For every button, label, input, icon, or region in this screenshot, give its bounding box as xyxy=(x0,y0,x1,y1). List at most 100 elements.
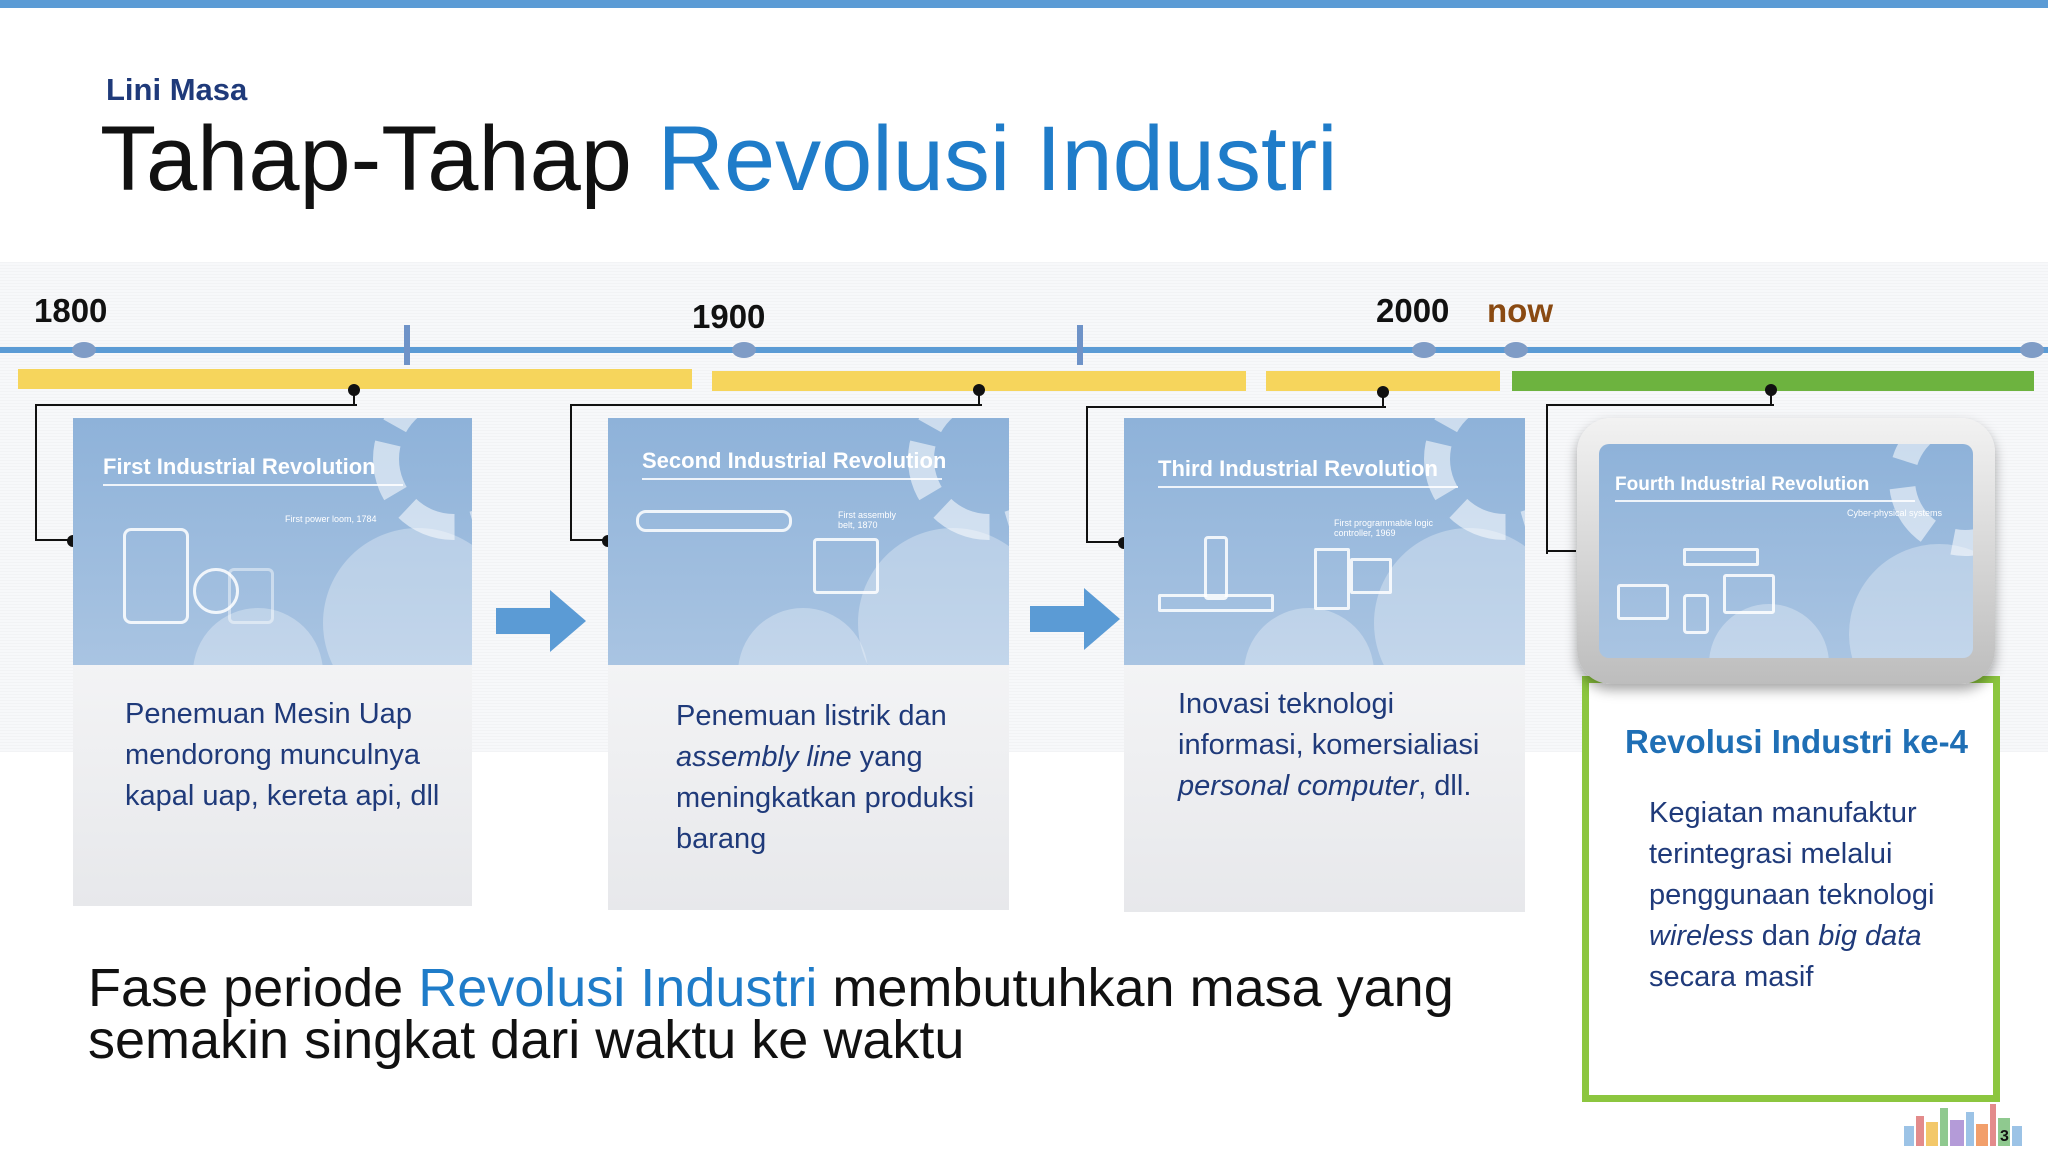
cog-icon xyxy=(193,568,239,614)
title-accent: Revolusi Industri xyxy=(657,108,1338,210)
timeline-marker-end xyxy=(2020,342,2044,358)
gear-icon xyxy=(373,418,472,540)
era-card-4-image-caption: Cyber-physical systems xyxy=(1847,508,1943,518)
image-divider xyxy=(103,484,403,486)
year-label-1800: 1800 xyxy=(34,292,108,329)
era-card-1-text: Penemuan Mesin Uap mendorong munculnya k… xyxy=(125,698,440,812)
era-card-3-text-after: , dll. xyxy=(1418,770,1472,802)
era-card-2-image-caption: First assembly belt, 1870 xyxy=(838,510,897,530)
era-card-2-image: Second Industrial Revolution First assem… xyxy=(608,418,1009,665)
gear-icon xyxy=(1374,528,1525,665)
timeline-marker-2000 xyxy=(1412,342,1436,358)
title-prefix: Tahap-Tahap xyxy=(100,108,658,210)
connector-1-foot xyxy=(35,539,73,541)
connector-1-stem xyxy=(353,392,355,406)
era-card-2-text-italic: assembly line xyxy=(676,741,852,773)
robot-arm-icon xyxy=(1204,536,1228,600)
connector-2-foot xyxy=(570,539,608,541)
workbench-icon xyxy=(813,538,879,594)
era-card-2-text-after: yang meningkatkan produksi barang xyxy=(676,741,975,855)
computer-icon xyxy=(1350,558,1392,594)
era-card-2-text: Penemuan listrik dan assembly line yang … xyxy=(676,696,996,860)
assembly-belt-icon xyxy=(636,510,792,532)
monitor-icon xyxy=(1723,574,1775,614)
image-divider xyxy=(1158,486,1458,488)
bottom-statement-accent: Revolusi Industri xyxy=(418,958,818,1018)
era-card-4-tablet-frame: Fourth Industrial Revolution Cyber-physi… xyxy=(1577,418,1995,684)
page-number: 3 xyxy=(2000,1128,2009,1145)
year-label-2000: 2000 xyxy=(1376,292,1450,329)
section-kicker: Lini Masa xyxy=(106,72,248,107)
era-card-4-text-2: dan xyxy=(1753,920,1819,952)
era-card-1: First Industrial Revolution First power … xyxy=(73,418,472,906)
city-skyline-icon xyxy=(1904,1104,2022,1146)
conveyor-icon xyxy=(1158,594,1274,612)
top-accent-bar xyxy=(0,0,2048,8)
connector-3-foot xyxy=(1086,541,1124,543)
robot-icon xyxy=(1683,548,1759,566)
timeline-marker-1900 xyxy=(732,342,756,358)
era-card-3-image-title: Third Industrial Revolution xyxy=(1158,456,1438,481)
era-bar-3 xyxy=(1266,371,1500,391)
connector-2-stem xyxy=(978,392,980,406)
era-bar-1 xyxy=(18,369,692,389)
era-card-4-box: Revolusi Industri ke-4 Kegiatan manufakt… xyxy=(1582,676,2000,1102)
arrow-right-icon xyxy=(1030,588,1120,650)
connector-2 xyxy=(570,404,982,541)
connector-4-top-dot xyxy=(1765,384,1777,396)
era-card-4-text-3: secara masif xyxy=(1649,961,1814,993)
connector-3-top-dot xyxy=(1377,386,1389,398)
year-label-1900: 1900 xyxy=(692,298,766,335)
era-card-4-text-italic-1: wireless xyxy=(1649,920,1754,952)
year-label-now: now xyxy=(1487,292,1553,329)
era-card-1-image-title: First Industrial Revolution xyxy=(103,454,376,479)
connector-3 xyxy=(1086,406,1386,543)
image-divider xyxy=(642,478,942,480)
era-card-3: Third Industrial Revolution First progra… xyxy=(1124,418,1525,912)
image-divider xyxy=(1615,500,1915,502)
era-bar-2 xyxy=(712,371,1246,391)
era-card-1-image: First Industrial Revolution First power … xyxy=(73,418,472,665)
era-bar-4 xyxy=(1512,371,2034,391)
era-card-3-text-italic: personal computer xyxy=(1178,770,1419,802)
era-card-4-heading: Revolusi Industri ke-4 xyxy=(1625,723,1968,760)
bottom-statement-rest: membutuhkan masa yang semakin singkat da… xyxy=(88,958,1454,1070)
era-card-3-text-before: Inovasi teknologi informasi, komersialia… xyxy=(1178,688,1480,761)
era-card-4-image-title: Fourth Industrial Revolution xyxy=(1615,474,1870,495)
connector-1 xyxy=(35,404,357,541)
era-card-4-text-italic-2: big data xyxy=(1818,920,1922,952)
era-card-3-image-caption: First programmable logic controller, 196… xyxy=(1334,518,1434,538)
loom-icon xyxy=(228,568,274,624)
timeline-marker-1800 xyxy=(72,342,96,358)
gear-icon xyxy=(858,528,1009,665)
era-card-2: Second Industrial Revolution First assem… xyxy=(608,418,1009,910)
era-card-4-text-1: Kegiatan manufaktur terintegrasi melalui… xyxy=(1649,797,1935,911)
timeline-marker-now xyxy=(1504,342,1528,358)
gear-icon xyxy=(738,608,868,665)
connector-4 xyxy=(1546,404,1774,554)
gear-icon xyxy=(1849,544,1973,658)
connector-2-top-dot xyxy=(973,384,985,396)
gear-icon xyxy=(323,528,472,665)
bottom-statement-lead: Fase periode xyxy=(88,958,419,1018)
era-card-4-image: Fourth Industrial Revolution Cyber-physi… xyxy=(1599,444,1973,658)
timeline-tick-1850 xyxy=(404,325,410,365)
era-card-4-text: Kegiatan manufaktur terintegrasi melalui… xyxy=(1649,793,1969,998)
controller-icon xyxy=(1314,548,1350,610)
smartphone-icon xyxy=(1683,594,1709,634)
arrow-right-icon xyxy=(496,590,586,652)
slide-title: Tahap-Tahap Revolusi Industri xyxy=(100,104,1338,214)
era-card-2-image-title: Second Industrial Revolution xyxy=(642,448,947,473)
connector-4-stem xyxy=(1770,392,1772,406)
steam-engine-icon xyxy=(123,528,189,624)
bottom-statement: Fase periode Revolusi Industri membutuhk… xyxy=(88,961,1488,1067)
timeline-tick-1950 xyxy=(1077,325,1083,365)
era-card-3-text: Inovasi teknologi informasi, komersialia… xyxy=(1178,684,1498,807)
laptop-icon xyxy=(1617,584,1669,620)
era-card-2-text-before: Penemuan listrik dan xyxy=(676,700,947,732)
era-card-3-image: Third Industrial Revolution First progra… xyxy=(1124,418,1525,665)
timeline-axis xyxy=(0,347,2048,353)
connector-1-top-dot xyxy=(348,384,360,396)
connector-3-stem xyxy=(1382,394,1384,408)
gear-icon xyxy=(1244,608,1374,665)
